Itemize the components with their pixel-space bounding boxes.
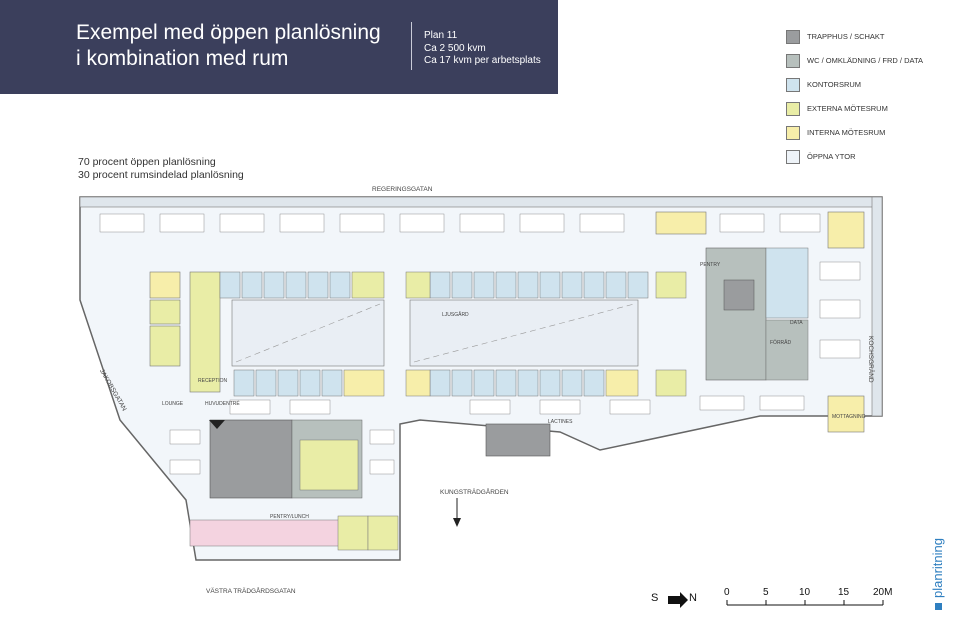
stair-core-courtyard — [485, 423, 551, 457]
lightwell-west-diagonal — [235, 303, 381, 363]
legend-item-external-meeting: EXTERNA MÖTESRUM — [786, 102, 946, 118]
legend-swatch — [786, 102, 800, 116]
plan-number: Plan 11 — [424, 30, 458, 41]
page-title: Exempel med öppen planlösning i kombinat… — [76, 20, 381, 72]
office-row-north — [219, 271, 649, 299]
north-wall — [79, 196, 883, 208]
legend-item-wc: WC / OMKLÄDNING / FRD / DATA — [786, 54, 946, 70]
stair-core-sw — [209, 419, 293, 499]
legend-swatch — [786, 30, 800, 44]
mottagning-label: MOTTAGNING — [832, 414, 866, 420]
compass-south: S — [651, 592, 659, 604]
meeting-room-south-4 — [655, 369, 687, 397]
office-east-block — [765, 247, 809, 319]
stair-east — [723, 279, 755, 311]
title-line-2: i kombination med rum — [76, 47, 289, 70]
summary-line-1: 70 procent öppen planlösning — [78, 156, 216, 168]
data-room-label: DATA — [790, 320, 803, 326]
meeting-room-ne-corner — [827, 211, 865, 249]
stair-core-east — [705, 247, 767, 381]
office-row-south — [233, 369, 605, 397]
legend-label: INTERNA MÖTESRUM — [807, 128, 886, 137]
legend-swatch — [786, 54, 800, 68]
lightwell-west — [231, 299, 385, 367]
meeting-room-south-3 — [605, 369, 639, 397]
plan-info: Plan 11 Ca 2 500 kvm Ca 17 kvm per arbet… — [424, 30, 541, 68]
legend-swatch — [786, 126, 800, 140]
meeting-room-sw-2 — [367, 515, 399, 551]
summary-line-2: 30 procent rumsindelad planlösning — [78, 169, 244, 181]
scale-tick-20: 20M — [873, 587, 893, 598]
plan-area: Ca 2 500 kvm — [424, 42, 486, 54]
lunchroom-label: PENTRY/LUNCH — [270, 514, 309, 520]
office-west-3 — [149, 325, 181, 367]
meeting-room-se — [827, 395, 865, 433]
meeting-room-sw-1 — [337, 515, 369, 551]
service-east — [765, 319, 809, 381]
office-west-4 — [189, 271, 221, 393]
scale-tick-0: 0 — [724, 587, 730, 598]
desk-clusters-east — [699, 261, 861, 411]
meeting-room-south-1 — [343, 369, 385, 397]
brand-logo: planritning — [930, 538, 945, 610]
compass-north: N — [689, 592, 697, 604]
courtyard-arrow-head — [453, 518, 461, 527]
lounge-label: LOUNGE — [162, 401, 184, 407]
legend-item-office: KONTORSRUM — [786, 78, 946, 94]
legend-item-internal-meeting: INTERNA MÖTESRUM — [786, 126, 946, 142]
office-west-2 — [149, 299, 181, 325]
meeting-room-ne — [655, 211, 707, 235]
legend-swatch — [786, 150, 800, 164]
desk-clusters-south — [169, 399, 651, 475]
brand-square-icon — [935, 603, 943, 610]
lightwell-east-diagonal — [413, 303, 635, 363]
scale-tick-10: 10 — [799, 587, 811, 598]
east-wall — [871, 196, 883, 417]
desk-clusters-north — [99, 213, 821, 233]
storage-label: FÖRRÅD — [770, 340, 792, 346]
office-west-1 — [149, 271, 181, 299]
brand-text: planritning — [930, 538, 945, 598]
reception-pink — [189, 519, 341, 547]
street-south: VÄSTRA TRÄDGÅRDSGATAN — [206, 588, 296, 595]
entrance-label: HUVUDENTRÉ — [205, 401, 240, 407]
plan-per-workplace: Ca 17 kvm per arbetsplats — [424, 55, 541, 66]
scale-tick-15: 15 — [838, 587, 850, 598]
street-east: KOCHSGRÄND — [867, 336, 874, 383]
office-sw — [299, 439, 359, 491]
legend-item-stair: TRAPPHUS / SCHAKT — [786, 30, 946, 46]
legend-label: KONTORSRUM — [807, 80, 862, 89]
legend-label: EXTERNA MÖTESRUM — [807, 104, 888, 113]
entrance-marker — [209, 420, 225, 429]
lightwell-label: LJUSGÅRD — [442, 312, 469, 318]
kitchen-label: PENTRY — [700, 262, 721, 268]
title-line-1: Exempel med öppen planlösning — [76, 21, 381, 44]
lactines-label: LACTINES — [548, 419, 573, 425]
meeting-room-south-2 — [405, 369, 431, 397]
meeting-room-east — [655, 271, 687, 299]
header-banner: Exempel med öppen planlösning i kombinat… — [0, 0, 558, 94]
scale-tick-5: 5 — [763, 587, 769, 598]
legend-label: ÖPPNA YTOR — [807, 152, 856, 161]
legend-label: TRAPPHUS / SCHAKT — [807, 32, 885, 41]
legend-item-open-areas: ÖPPNA YTOR — [786, 150, 946, 166]
meeting-room-center — [351, 271, 385, 299]
scale-bar — [726, 600, 884, 606]
courtyard-label: KUNGSTRÄDGÅRDEN — [440, 489, 509, 496]
reception-label: RECEPTION — [198, 378, 228, 384]
legend-label: WC / OMKLÄDNING / FRD / DATA — [807, 56, 923, 65]
meeting-room-center-2 — [405, 271, 431, 299]
compass-arrow-icon — [668, 592, 688, 608]
street-north: REGERINGSGATAN — [372, 186, 433, 193]
legend-swatch — [786, 78, 800, 92]
layout-summary: 70 procent öppen planlösning 30 procent … — [78, 156, 244, 182]
header-divider — [411, 22, 412, 70]
